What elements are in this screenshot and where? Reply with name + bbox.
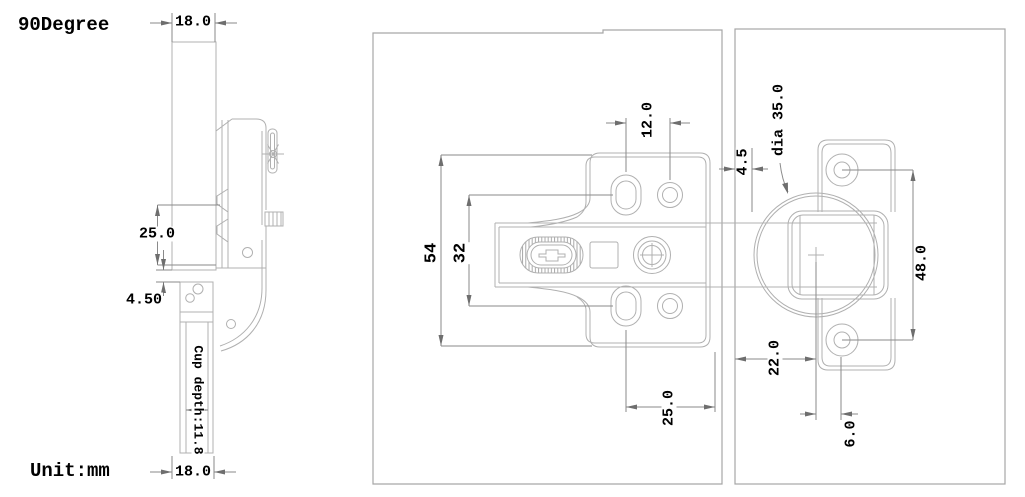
dim-edge-distance bbox=[719, 148, 768, 212]
cam-adjust-screw bbox=[519, 236, 584, 274]
unit-label: Unit:mm bbox=[30, 460, 110, 482]
dim-plate-length bbox=[438, 154, 592, 347]
dim-text-gap: 4.50 bbox=[124, 291, 164, 309]
dim-text-edge-distance: 4.5 bbox=[734, 147, 752, 177]
plate-outline bbox=[527, 152, 711, 348]
cam-wedge bbox=[216, 218, 229, 243]
dim-text-hole-pitch: 12.0 bbox=[639, 100, 657, 140]
door-panel-section bbox=[171, 41, 217, 271]
rivet-hole bbox=[226, 319, 236, 329]
dim-text-cup-depth: Cup depth:11.8 bbox=[190, 344, 206, 456]
door-board-outline bbox=[372, 29, 723, 485]
dim-text-slot-to-cup: 25.0 bbox=[660, 388, 678, 428]
drawing-title: 90Degree bbox=[18, 14, 110, 36]
dim-center-to-screw bbox=[800, 357, 858, 420]
dim-door-width-bottom bbox=[150, 456, 236, 479]
arm-side-tab bbox=[267, 128, 278, 174]
cup-tab-top bbox=[817, 139, 896, 212]
dim-text-cup-diameter: dia 35.0 bbox=[770, 82, 788, 158]
cup-tab-bottom bbox=[817, 298, 896, 371]
dim-text-door-width-top: 18.0 bbox=[173, 13, 213, 31]
screw-hole-bottom bbox=[657, 293, 683, 319]
hinge-screw-star bbox=[262, 144, 284, 164]
side-board-outline bbox=[734, 28, 1006, 485]
screw-hole-top bbox=[657, 182, 683, 208]
plate-view bbox=[438, 118, 877, 412]
adjusting-screw bbox=[264, 211, 284, 227]
hinge-body-outline bbox=[215, 118, 267, 210]
dim-text-edge-to-center: 22.0 bbox=[766, 338, 784, 378]
dim-text-plate-length: 54 bbox=[422, 241, 442, 265]
dim-text-door-width-bottom: 18.0 bbox=[173, 463, 213, 481]
square-hole bbox=[589, 241, 619, 269]
rivet-hole bbox=[242, 247, 253, 258]
cup-body bbox=[787, 210, 889, 300]
dim-text-center-to-screw: 6.0 bbox=[842, 419, 860, 449]
side-view bbox=[150, 13, 284, 479]
cup-panel-section bbox=[179, 281, 214, 454]
dim-gap bbox=[156, 250, 180, 296]
cup-view bbox=[719, 139, 916, 420]
dim-text-slot-pitch: 32 bbox=[451, 241, 471, 265]
mounting-boards bbox=[372, 28, 1006, 485]
dim-text-screw-pitch: 48.0 bbox=[913, 243, 931, 283]
dim-screw-pitch bbox=[842, 169, 916, 341]
cam-wedge bbox=[216, 188, 229, 213]
phillips-screw bbox=[633, 236, 671, 274]
hinge-arm-band bbox=[494, 222, 877, 288]
dim-cup-diameter-leader bbox=[779, 162, 789, 194]
dim-hole-pitch bbox=[606, 118, 690, 180]
dim-door-width-top bbox=[150, 13, 237, 42]
dim-text-arm-offset: 25.0 bbox=[137, 225, 177, 243]
